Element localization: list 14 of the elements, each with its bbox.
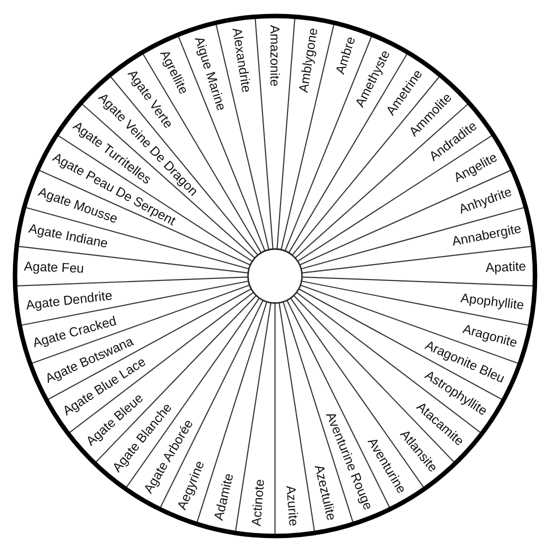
segment-label: Agate Dendrite: [24, 287, 113, 312]
segment-label: Actinote: [248, 478, 267, 527]
segment-label: Aigue Marine: [192, 34, 230, 112]
segment-label: Alexandrite: [229, 26, 254, 94]
segment-label: Apophyllite: [460, 290, 526, 312]
segment-label: Apatite: [485, 258, 526, 276]
segment-label: Ambre: [332, 34, 358, 76]
segment-label: Annabergite: [451, 220, 523, 249]
segment-label: Amblygone: [296, 26, 321, 94]
segment-label: Agate Feu: [24, 258, 84, 276]
segment-label: Adamite: [210, 472, 236, 522]
segment-label: Agate Indiane: [27, 220, 109, 251]
segment-label: Azurite: [284, 485, 302, 527]
segment-label: Amazonite: [268, 25, 282, 86]
